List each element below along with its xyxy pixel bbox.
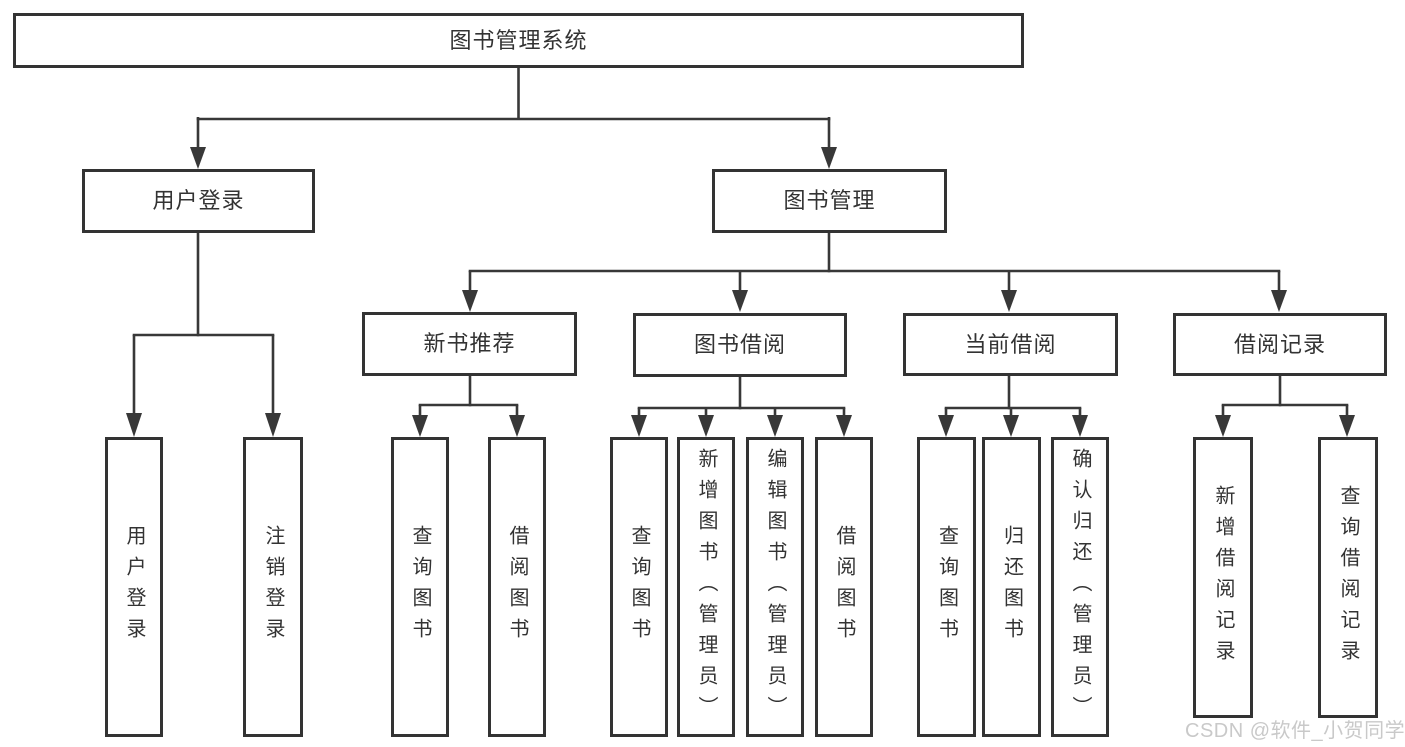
leaf-query-borrow-record-label: 查询借阅记录	[1337, 484, 1359, 671]
leaf-return-book: 归还图书	[982, 437, 1041, 737]
leaf-query-books-recommend: 查询图书	[391, 437, 449, 737]
node-new-book-recommend: 新书推荐	[362, 312, 577, 376]
leaf-add-book-admin-label: 新增图书（管理员）	[695, 447, 717, 727]
node-book-management: 图书管理	[712, 169, 947, 233]
node-new-book-recommend-label: 新书推荐	[423, 331, 516, 356]
node-user-login-label: 用户登录	[152, 188, 245, 213]
leaf-logout-label: 注销登录	[262, 525, 284, 649]
leaf-borrow-books-label: 借阅图书	[833, 525, 855, 649]
leaf-add-borrow-record: 新增借阅记录	[1193, 437, 1253, 718]
node-current-borrow-label: 当前借阅	[964, 331, 1057, 357]
node-current-borrow: 当前借阅	[903, 313, 1118, 376]
leaf-borrow-books-recommend-label: 借阅图书	[506, 525, 528, 649]
node-borrow-records: 借阅记录	[1173, 313, 1387, 376]
leaf-query-books-borrow: 查询图书	[610, 437, 668, 737]
leaf-edit-book-admin-label: 编辑图书（管理员）	[764, 447, 786, 727]
leaf-add-book-admin: 新增图书（管理员）	[677, 437, 735, 737]
leaf-borrow-books-recommend: 借阅图书	[488, 437, 546, 737]
leaf-return-book-label: 归还图书	[1000, 525, 1023, 649]
node-root: 图书管理系统	[13, 13, 1024, 68]
leaf-query-books-recommend-label: 查询图书	[409, 525, 431, 649]
leaf-query-books-current-label: 查询图书	[935, 525, 958, 649]
leaf-query-books-borrow-label: 查询图书	[628, 525, 650, 649]
leaf-user-login-label: 用户登录	[123, 525, 145, 649]
leaf-borrow-books: 借阅图书	[815, 437, 873, 737]
leaf-confirm-return-admin: 确认归还（管理员）	[1051, 437, 1109, 737]
node-book-borrow-label: 图书借阅	[693, 332, 786, 357]
leaf-user-login: 用户登录	[105, 437, 163, 737]
leaf-logout: 注销登录	[243, 437, 303, 737]
node-user-login: 用户登录	[82, 169, 315, 233]
node-root-label: 图书管理系统	[449, 27, 588, 53]
leaf-query-books-current: 查询图书	[917, 437, 976, 737]
leaf-add-borrow-record-label: 新增借阅记录	[1212, 484, 1234, 671]
leaf-query-borrow-record: 查询借阅记录	[1318, 437, 1378, 718]
csdn-watermark: CSDN @软件_小贺同学	[1185, 720, 1405, 742]
node-book-borrow: 图书借阅	[633, 313, 847, 377]
node-book-management-label: 图书管理	[783, 188, 876, 213]
leaf-edit-book-admin: 编辑图书（管理员）	[746, 437, 804, 737]
node-borrow-records-label: 借阅记录	[1233, 331, 1326, 357]
leaf-confirm-return-admin-label: 确认归还（管理员）	[1069, 447, 1091, 727]
